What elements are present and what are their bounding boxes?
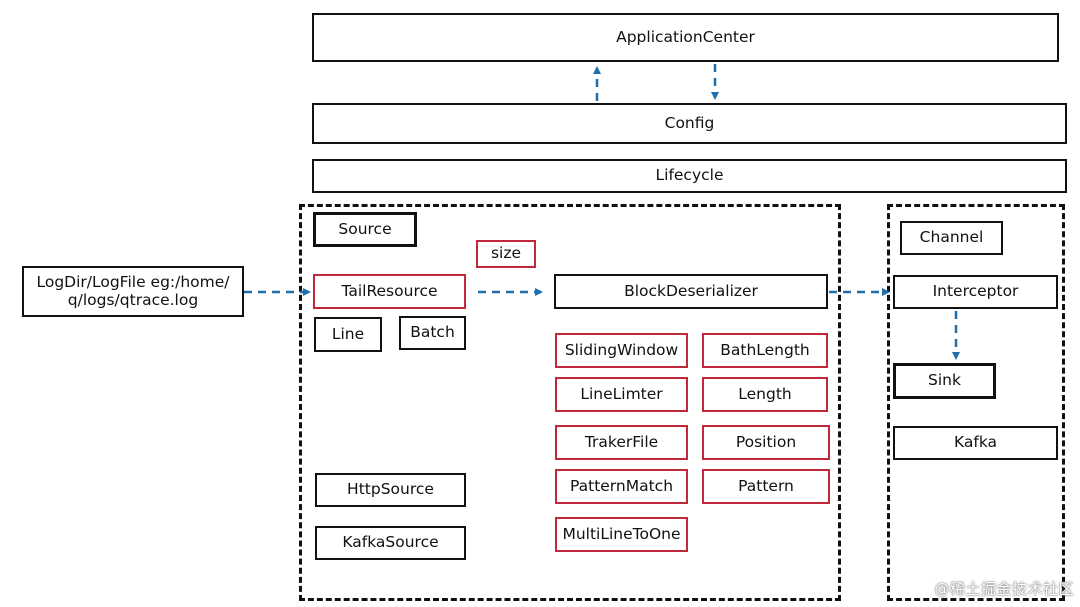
sink-box: Sink	[893, 363, 996, 399]
kafka-source-box: KafkaSource	[315, 526, 466, 560]
lifecycle-box: Lifecycle	[312, 159, 1067, 193]
traker-file-label: TrakerFile	[584, 432, 659, 451]
kafka-box: Kafka	[893, 426, 1058, 460]
pattern-match-label: PatternMatch	[569, 476, 674, 495]
watermark: @稀土掘金技术社区	[934, 580, 1074, 598]
length-box: Length	[702, 377, 828, 412]
bath-length-box: BathLength	[702, 333, 828, 368]
application-center-label: ApplicationCenter	[616, 27, 755, 46]
size-box: size	[476, 240, 536, 268]
multi-line-to-one-box: MultiLineToOne	[555, 517, 688, 552]
line-limter-box: LineLimter	[555, 377, 688, 412]
batch-label: Batch	[410, 323, 455, 342]
tail-resource-box: TailResource	[313, 274, 466, 309]
sink-label: Sink	[928, 371, 961, 390]
logfile-input-label: LogDir/LogFile eg:/home/ q/logs/qtrace.l…	[36, 272, 230, 309]
position-box: Position	[702, 425, 830, 460]
sliding-window-box: SlidingWindow	[555, 333, 688, 368]
source-box: Source	[313, 212, 417, 247]
channel-region	[887, 204, 1065, 601]
channel-label: Channel	[919, 228, 984, 247]
source-label: Source	[338, 219, 392, 238]
line-limter-label: LineLimter	[580, 384, 663, 403]
pattern-match-box: PatternMatch	[555, 469, 688, 504]
http-source-label: HttpSource	[347, 480, 434, 499]
source-region	[299, 204, 841, 601]
config-label: Config	[664, 113, 715, 132]
batch-box: Batch	[399, 316, 466, 350]
logfile-input-box: LogDir/LogFile eg:/home/ q/logs/qtrace.l…	[22, 266, 244, 317]
lifecycle-label: Lifecycle	[655, 166, 724, 185]
block-deserializer-box: BlockDeserializer	[554, 274, 828, 309]
line-label: Line	[331, 324, 365, 343]
config-box: Config	[312, 103, 1067, 144]
size-label: size	[490, 244, 522, 263]
pattern-box: Pattern	[702, 469, 830, 504]
kafka-label: Kafka	[953, 433, 998, 452]
channel-box: Channel	[900, 221, 1003, 255]
kafka-source-label: KafkaSource	[342, 533, 439, 552]
pattern-label: Pattern	[738, 476, 794, 495]
position-label: Position	[735, 432, 797, 451]
interceptor-box: Interceptor	[893, 275, 1058, 309]
length-label: Length	[738, 384, 792, 403]
http-source-box: HttpSource	[315, 473, 466, 507]
block-deserializer-label: BlockDeserializer	[624, 281, 758, 300]
tail-resource-label: TailResource	[341, 281, 438, 300]
application-center-box: ApplicationCenter	[312, 13, 1059, 62]
sliding-window-label: SlidingWindow	[564, 340, 679, 359]
line-box: Line	[314, 317, 382, 352]
interceptor-label: Interceptor	[932, 282, 1019, 301]
traker-file-box: TrakerFile	[555, 425, 688, 460]
multi-line-to-one-label: MultiLineToOne	[562, 524, 681, 543]
bath-length-label: BathLength	[720, 340, 810, 359]
